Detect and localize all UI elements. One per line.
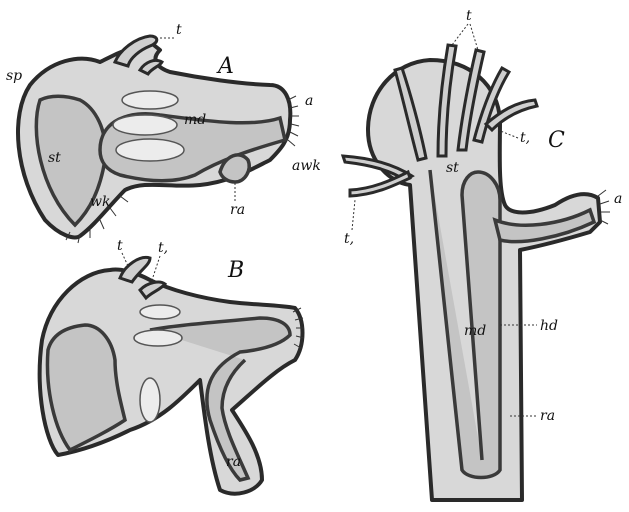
panel-c-title: C <box>548 128 565 153</box>
panel-c: C t t, t, st a md hd ra <box>343 8 622 500</box>
panel-b-title: B <box>227 258 244 283</box>
label-c-t1-left: t, <box>344 231 354 247</box>
label-a-wk: wk <box>90 194 110 210</box>
label-a-st: st <box>48 150 61 166</box>
panel-b-lumen-1 <box>140 305 180 319</box>
label-c-t: t <box>466 8 472 24</box>
panel-a-title: A <box>216 54 234 79</box>
label-c-t1-right: t, <box>520 130 530 146</box>
label-a-md: md <box>184 112 206 128</box>
label-b-t: t <box>117 238 123 254</box>
panel-a-lumen-3 <box>116 139 184 161</box>
label-b-ra: ra <box>226 454 241 470</box>
label-c-hd: hd <box>540 318 558 334</box>
label-c-ra: ra <box>540 408 555 424</box>
panel-a-lumen-1 <box>122 91 178 109</box>
label-a-t: t <box>176 22 182 38</box>
label-c-st: st <box>446 160 459 176</box>
label-a-a: a <box>305 93 313 109</box>
panel-b-lumen-2 <box>134 330 182 346</box>
label-a-sp: sp <box>6 68 22 84</box>
panel-a: A t sp st md a ra awk wk <box>6 22 321 243</box>
panel-b-lumen-3 <box>140 378 160 422</box>
label-a-awk: awk <box>292 158 321 174</box>
panel-b: B t t, ra <box>40 238 304 494</box>
label-c-a: a <box>614 191 622 207</box>
label-a-ra: ra <box>230 202 245 218</box>
label-b-t1: t, <box>158 240 168 256</box>
label-c-md: md <box>464 323 486 339</box>
panel-a-lumen-2 <box>113 115 177 135</box>
